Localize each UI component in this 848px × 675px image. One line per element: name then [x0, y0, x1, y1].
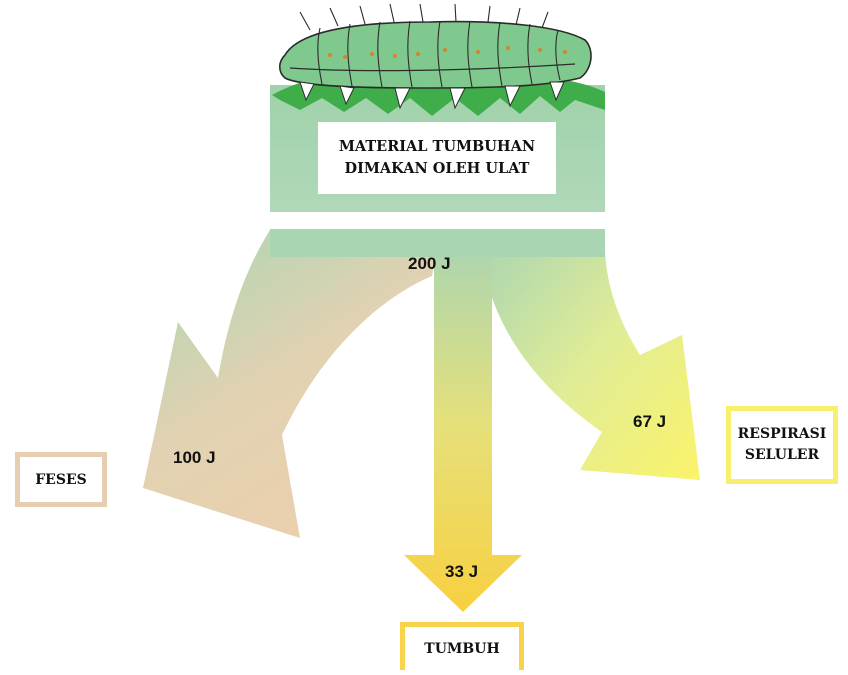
respirasi-label-line2: SELULER	[744, 447, 820, 463]
respirasi-energy-value: 67 J	[633, 412, 667, 431]
tumbuh-energy-value: 33 J	[445, 562, 479, 581]
flow-arrows	[143, 229, 700, 612]
source-label-box: MATERIAL TUMBUHAN DIMAKAN OLEH ULAT	[318, 122, 556, 194]
feses-label-box: FESES	[15, 452, 107, 507]
tumbuh-label-box: TUMBUH	[400, 622, 524, 670]
respirasi-label-line1: RESPIRASI	[737, 426, 827, 442]
respirasi-label-box: RESPIRASI SELULER	[726, 406, 838, 484]
feses-label: FESES	[35, 471, 87, 488]
source-label-line2: DIMAKAN OLEH ULAT	[344, 160, 530, 177]
feses-energy-value: 100 J	[173, 448, 216, 467]
funnel-top	[270, 229, 605, 257]
arrow-feses	[143, 230, 440, 538]
tumbuh-label: TUMBUH	[424, 640, 500, 657]
arrow-tumbuh	[404, 238, 522, 612]
caterpillar-illustration	[278, 3, 592, 110]
arrow-respirasi	[488, 230, 700, 480]
source-energy-value: 200 J	[408, 254, 451, 273]
source-label-line1: MATERIAL TUMBUHAN	[338, 138, 536, 155]
